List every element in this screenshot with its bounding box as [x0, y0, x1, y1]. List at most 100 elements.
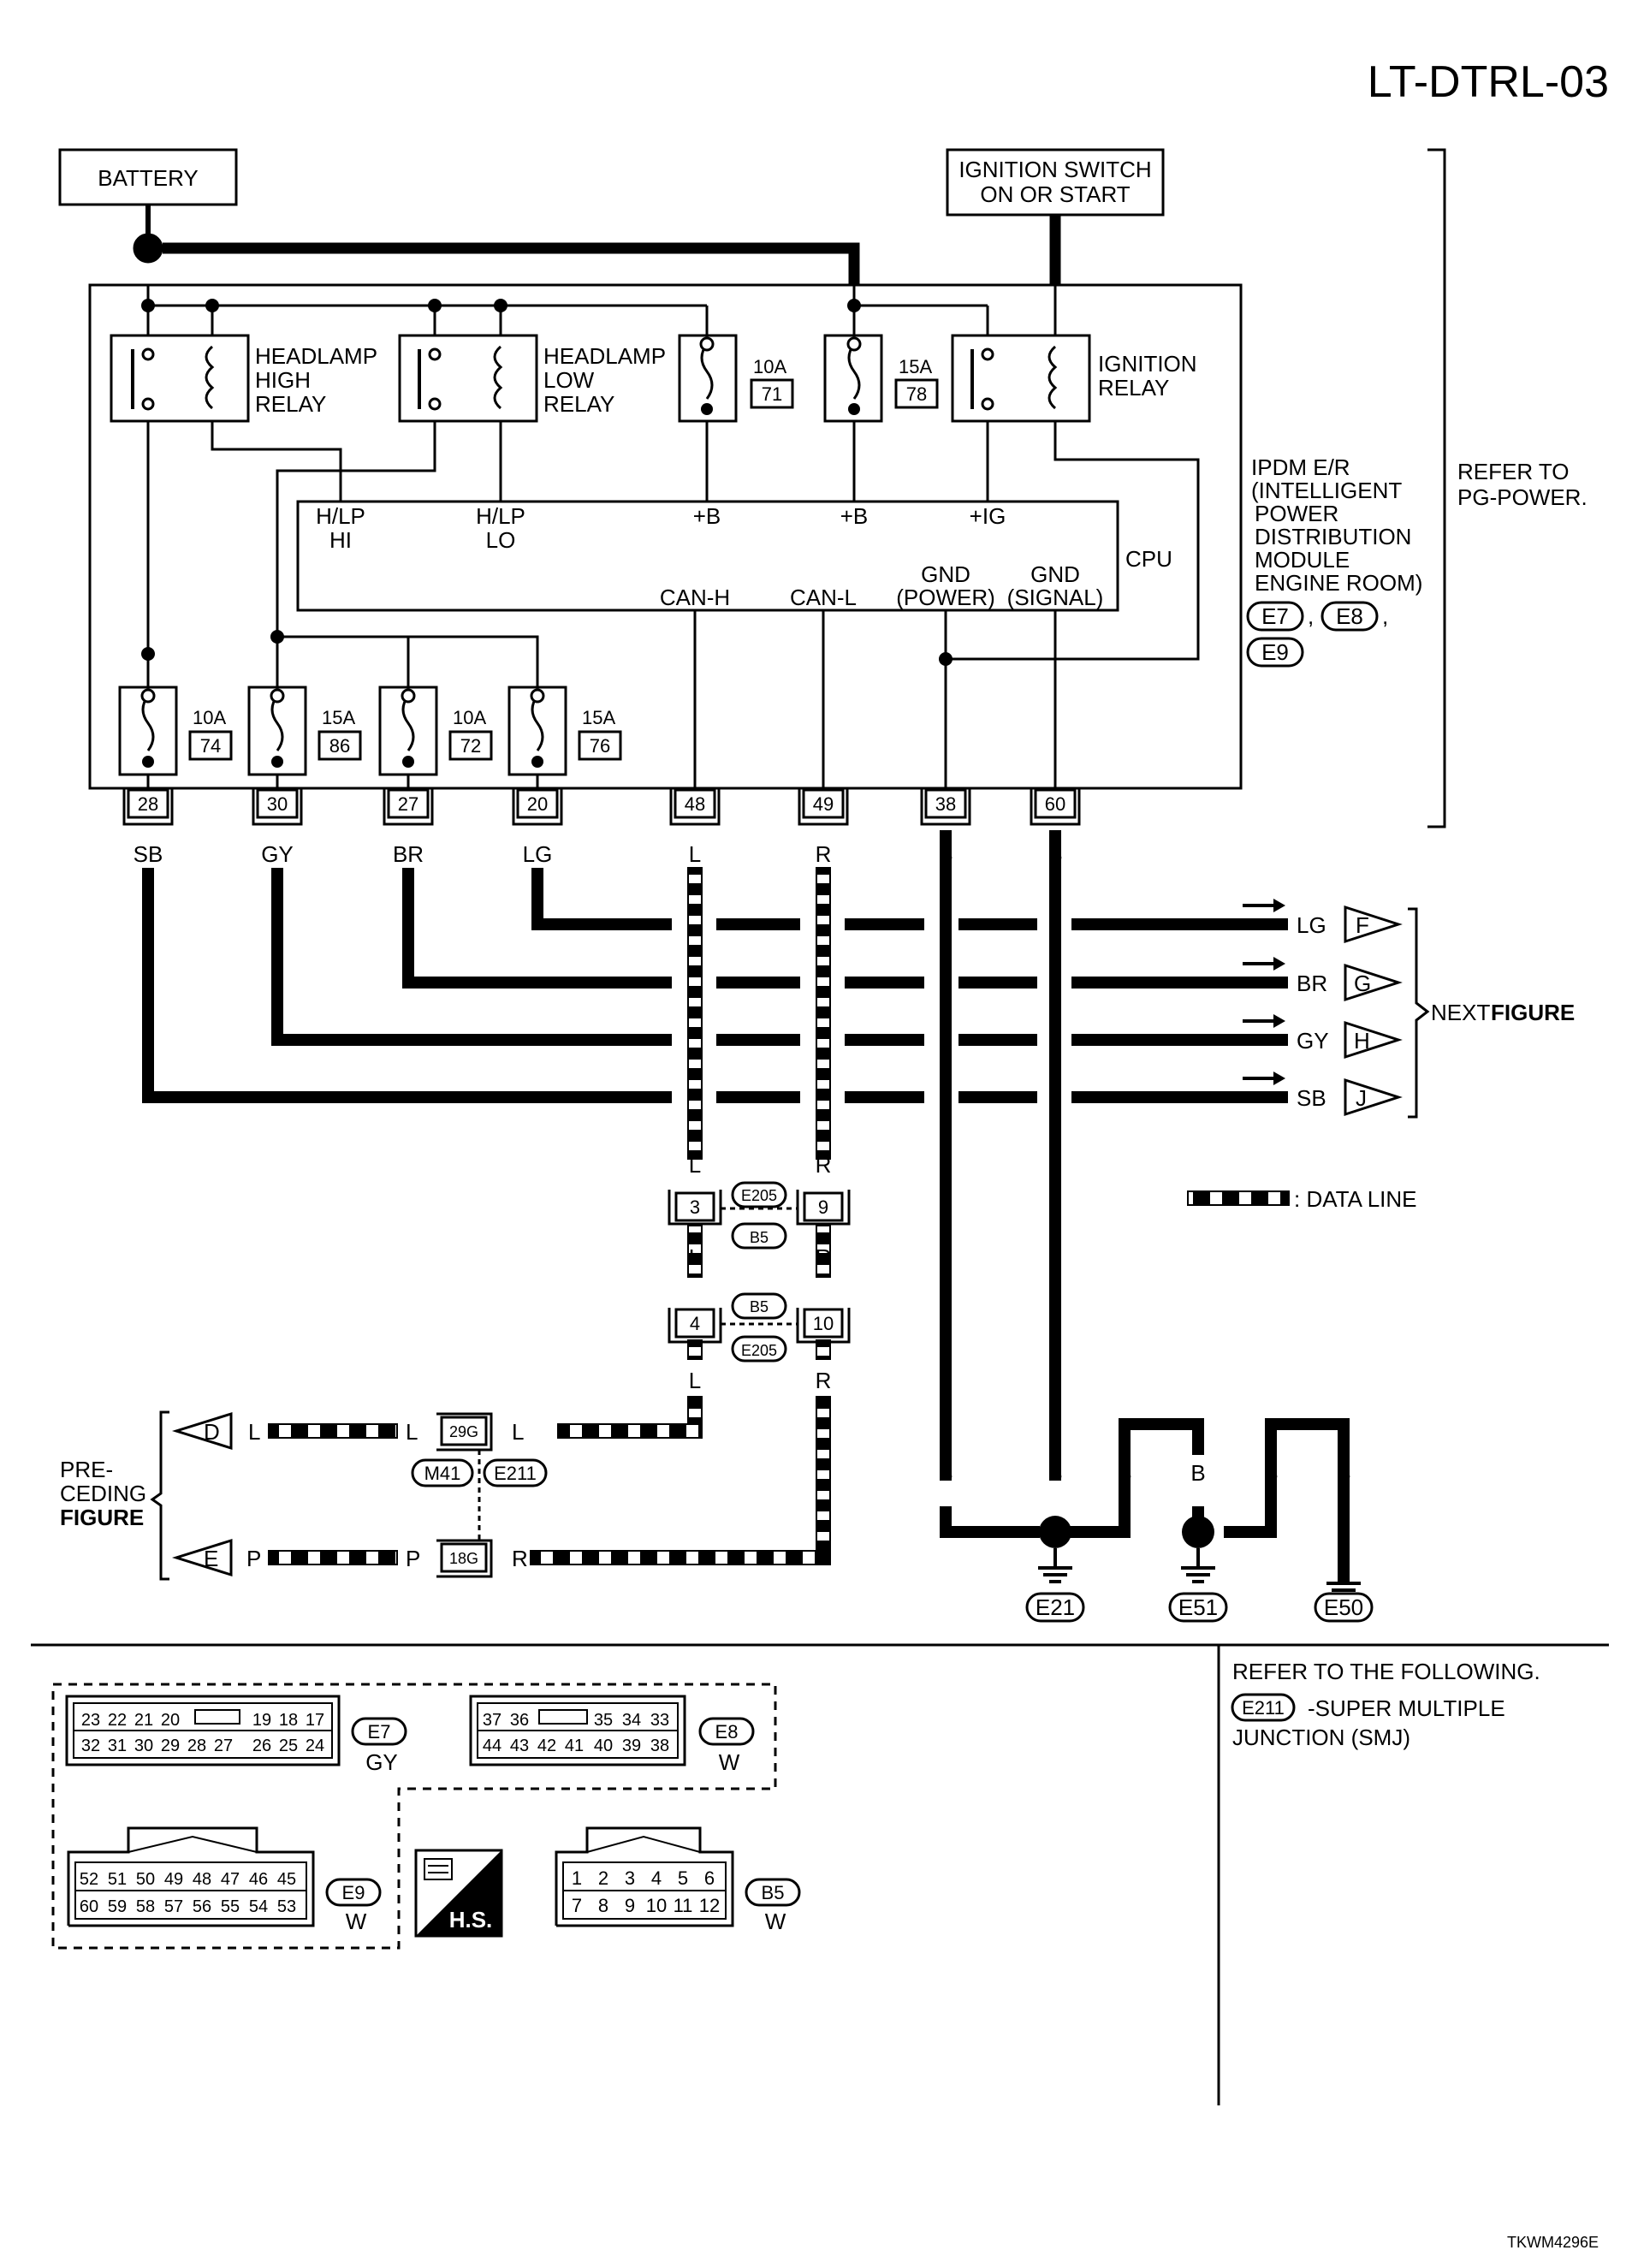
ground-wire-6: B: [1336, 1460, 1350, 1486]
jc1-top-conn: E205: [741, 1187, 777, 1204]
ignition-label-1: IGNITION SWITCH: [958, 157, 1151, 182]
lo-relay-l1: HEADLAMP: [543, 343, 666, 369]
e9-name: E9: [342, 1882, 365, 1903]
terminal-27-num: 27: [398, 793, 418, 815]
hs-badge: H.S.: [414, 1849, 503, 1938]
terminal-30-num: 30: [267, 793, 288, 815]
cpu-b2: +B: [840, 503, 869, 529]
ground-wires: [940, 830, 1061, 1455]
e7-p28: 28: [187, 1737, 206, 1755]
e7-p27: 27: [214, 1737, 233, 1755]
e7-p22: 22: [108, 1711, 127, 1730]
ipdm-sep-2: ,: [1382, 603, 1388, 629]
jc1-right-num: 9: [818, 1196, 828, 1218]
cpu-gnd-signal-1: GND: [1030, 561, 1080, 587]
prec-e-letter: E: [204, 1546, 218, 1571]
e8-name: E8: [715, 1721, 739, 1743]
refer-following-desc1: -SUPER MULTIPLE: [1308, 1695, 1505, 1721]
smj-wire-p-left: P: [406, 1546, 420, 1571]
prec-l1: PRE-: [60, 1457, 113, 1482]
ground-wire-4: B: [1190, 1460, 1205, 1486]
jc2-left-num: 4: [690, 1313, 700, 1334]
smj-t1: 29G: [449, 1423, 478, 1440]
ipdm-frame: [88, 283, 1243, 790]
terminal-28-num: 28: [138, 793, 158, 815]
fuse-86-amp: 15A: [322, 707, 355, 728]
refer-pg-1: REFER TO: [1457, 459, 1570, 484]
fuse-72-num: 72: [460, 735, 481, 757]
jc1-left-num: 3: [690, 1196, 700, 1218]
terminal-20-color: LG: [523, 841, 553, 867]
terminal-27: 27 BR: [383, 788, 434, 867]
e7-p19: 19: [252, 1711, 271, 1730]
preceding-figure: D L E P PRE- CEDING FIGURE: [60, 1410, 261, 1581]
fuse-78-num: 78: [906, 383, 927, 405]
prec-e-color: P: [246, 1546, 261, 1571]
refer-following-conn: E211: [1242, 1697, 1285, 1719]
e9-p55: 55: [221, 1897, 240, 1916]
e8-p41: 41: [565, 1737, 584, 1755]
preceding-data-lines: [268, 1339, 831, 1565]
can-h-line-1: [687, 867, 703, 1160]
cpu-gnd-power-1: GND: [921, 561, 970, 587]
e8-p33: 33: [650, 1711, 669, 1730]
terminal-49-color: R: [816, 841, 832, 867]
e7-p32: 32: [81, 1737, 100, 1755]
ignition-relay: IGNITION RELAY: [951, 334, 1197, 423]
next-lg-color: LG: [1297, 912, 1326, 938]
e8-p42: 42: [537, 1737, 556, 1755]
headlamp-high-relay: HEADLAMP HIGH RELAY: [110, 334, 377, 423]
e9-p60: 60: [80, 1897, 98, 1916]
e9-p45: 45: [277, 1870, 296, 1889]
e9-p47: 47: [221, 1870, 240, 1889]
cpu-hlp-lo-1: H/LP: [476, 503, 525, 529]
smj-c1: M41: [424, 1463, 461, 1484]
e8-p38: 38: [650, 1737, 669, 1755]
e7-color: GY: [365, 1749, 398, 1775]
b5-p12: 12: [699, 1895, 720, 1916]
e9-p48: 48: [193, 1870, 211, 1889]
ipdm-l2: (INTELLIGENT: [1251, 478, 1402, 503]
battery-box: BATTERY: [58, 148, 238, 206]
next-lg-letter: F: [1356, 912, 1369, 938]
prec-d-letter: D: [204, 1419, 220, 1445]
ignition-switch-box: IGNITION SWITCH ON OR START: [946, 148, 1165, 217]
cpu-hlp-lo-2: LO: [486, 527, 516, 553]
e9-p59: 59: [108, 1897, 127, 1916]
e9-p49: 49: [164, 1870, 183, 1889]
prec-l3: FIGURE: [60, 1505, 144, 1530]
prec-d-color: L: [248, 1419, 260, 1445]
next-br-letter: G: [1354, 971, 1371, 996]
e7-p29: 29: [161, 1737, 180, 1755]
lo-relay-l2: LOW: [543, 367, 595, 393]
lo-relay-l3: RELAY: [543, 391, 614, 417]
battery-label: BATTERY: [98, 165, 199, 191]
e9-p52: 52: [80, 1870, 98, 1889]
b5-p3: 3: [625, 1867, 635, 1889]
connector-e8: 37 36 35 34 33 44 43 42 41 40 39 38 E8 W: [469, 1695, 755, 1775]
next-figure-label-b: FIGURE: [1491, 1000, 1575, 1025]
ipdm-label: IPDM E/R (INTELLIGENT POWER DISTRIBUTION…: [1246, 454, 1422, 668]
e9-color: W: [346, 1909, 367, 1934]
cpu-label: CPU: [1125, 546, 1172, 572]
e9-p46: 46: [249, 1870, 268, 1889]
refer-bracket: REFER TO PG-POWER.: [1427, 148, 1588, 828]
terminal-60-num: 60: [1045, 793, 1065, 815]
fuse-76: 15A 76: [507, 686, 622, 776]
terminal-27-color: BR: [393, 841, 424, 867]
smj-wire-l-left: L: [406, 1419, 418, 1445]
cpu-gnd-power-2: (POWER): [896, 585, 995, 610]
jc-wire-l-2: L: [689, 1244, 701, 1270]
fuse-72: 10A 72: [378, 686, 493, 776]
e7-p23: 23: [81, 1711, 100, 1730]
fuse-71: 10A 71: [678, 334, 794, 423]
jc-wire-r-2: R: [816, 1244, 832, 1270]
b5-name: B5: [762, 1882, 785, 1903]
ground-wire-1: B: [938, 1460, 953, 1486]
hi-relay-l3: RELAY: [255, 391, 326, 417]
prec-l2: CEDING: [60, 1481, 146, 1506]
cpu-b1: +B: [693, 503, 721, 529]
ground-wire-3: B: [1117, 1460, 1131, 1486]
terminal-30: 30 GY: [252, 788, 303, 867]
